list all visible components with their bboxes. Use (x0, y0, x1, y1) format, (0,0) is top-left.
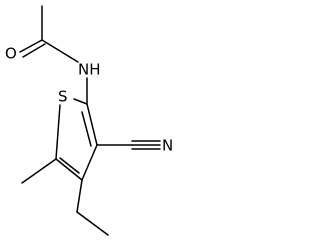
bond-carbonyl-oxygen-a (19, 39, 43, 53)
nitrile-nitrogen-label: N (162, 137, 173, 155)
bond-c3-c4 (81, 144, 98, 181)
bond-c2-c3-b (81, 111, 92, 147)
structure-canvas: O NH S N (5, 5, 173, 236)
bond-ethyl-ch2-ch3 (76, 211, 109, 236)
molecule-drawing: O NH S N (5, 5, 173, 236)
bond-carbonyl-nitrogen (41, 39, 79, 63)
oxygen-atom-label: O (5, 45, 17, 63)
bond-c4-c5-b (59, 157, 80, 174)
bond-c5-methyl (21, 158, 57, 184)
bond-s1-c2 (73, 98, 88, 105)
bond-c4-ethyl-ch2 (76, 179, 83, 213)
amide-nitrogen-label: NH (78, 61, 101, 79)
sulfur-atom-label: S (58, 88, 68, 106)
bond-carbonyl-oxygen-b (22, 43, 46, 58)
bond-c5-s1 (55, 104, 61, 160)
bond-c4-c5-a (55, 158, 83, 181)
bond-c2-c3-a (86, 103, 98, 146)
